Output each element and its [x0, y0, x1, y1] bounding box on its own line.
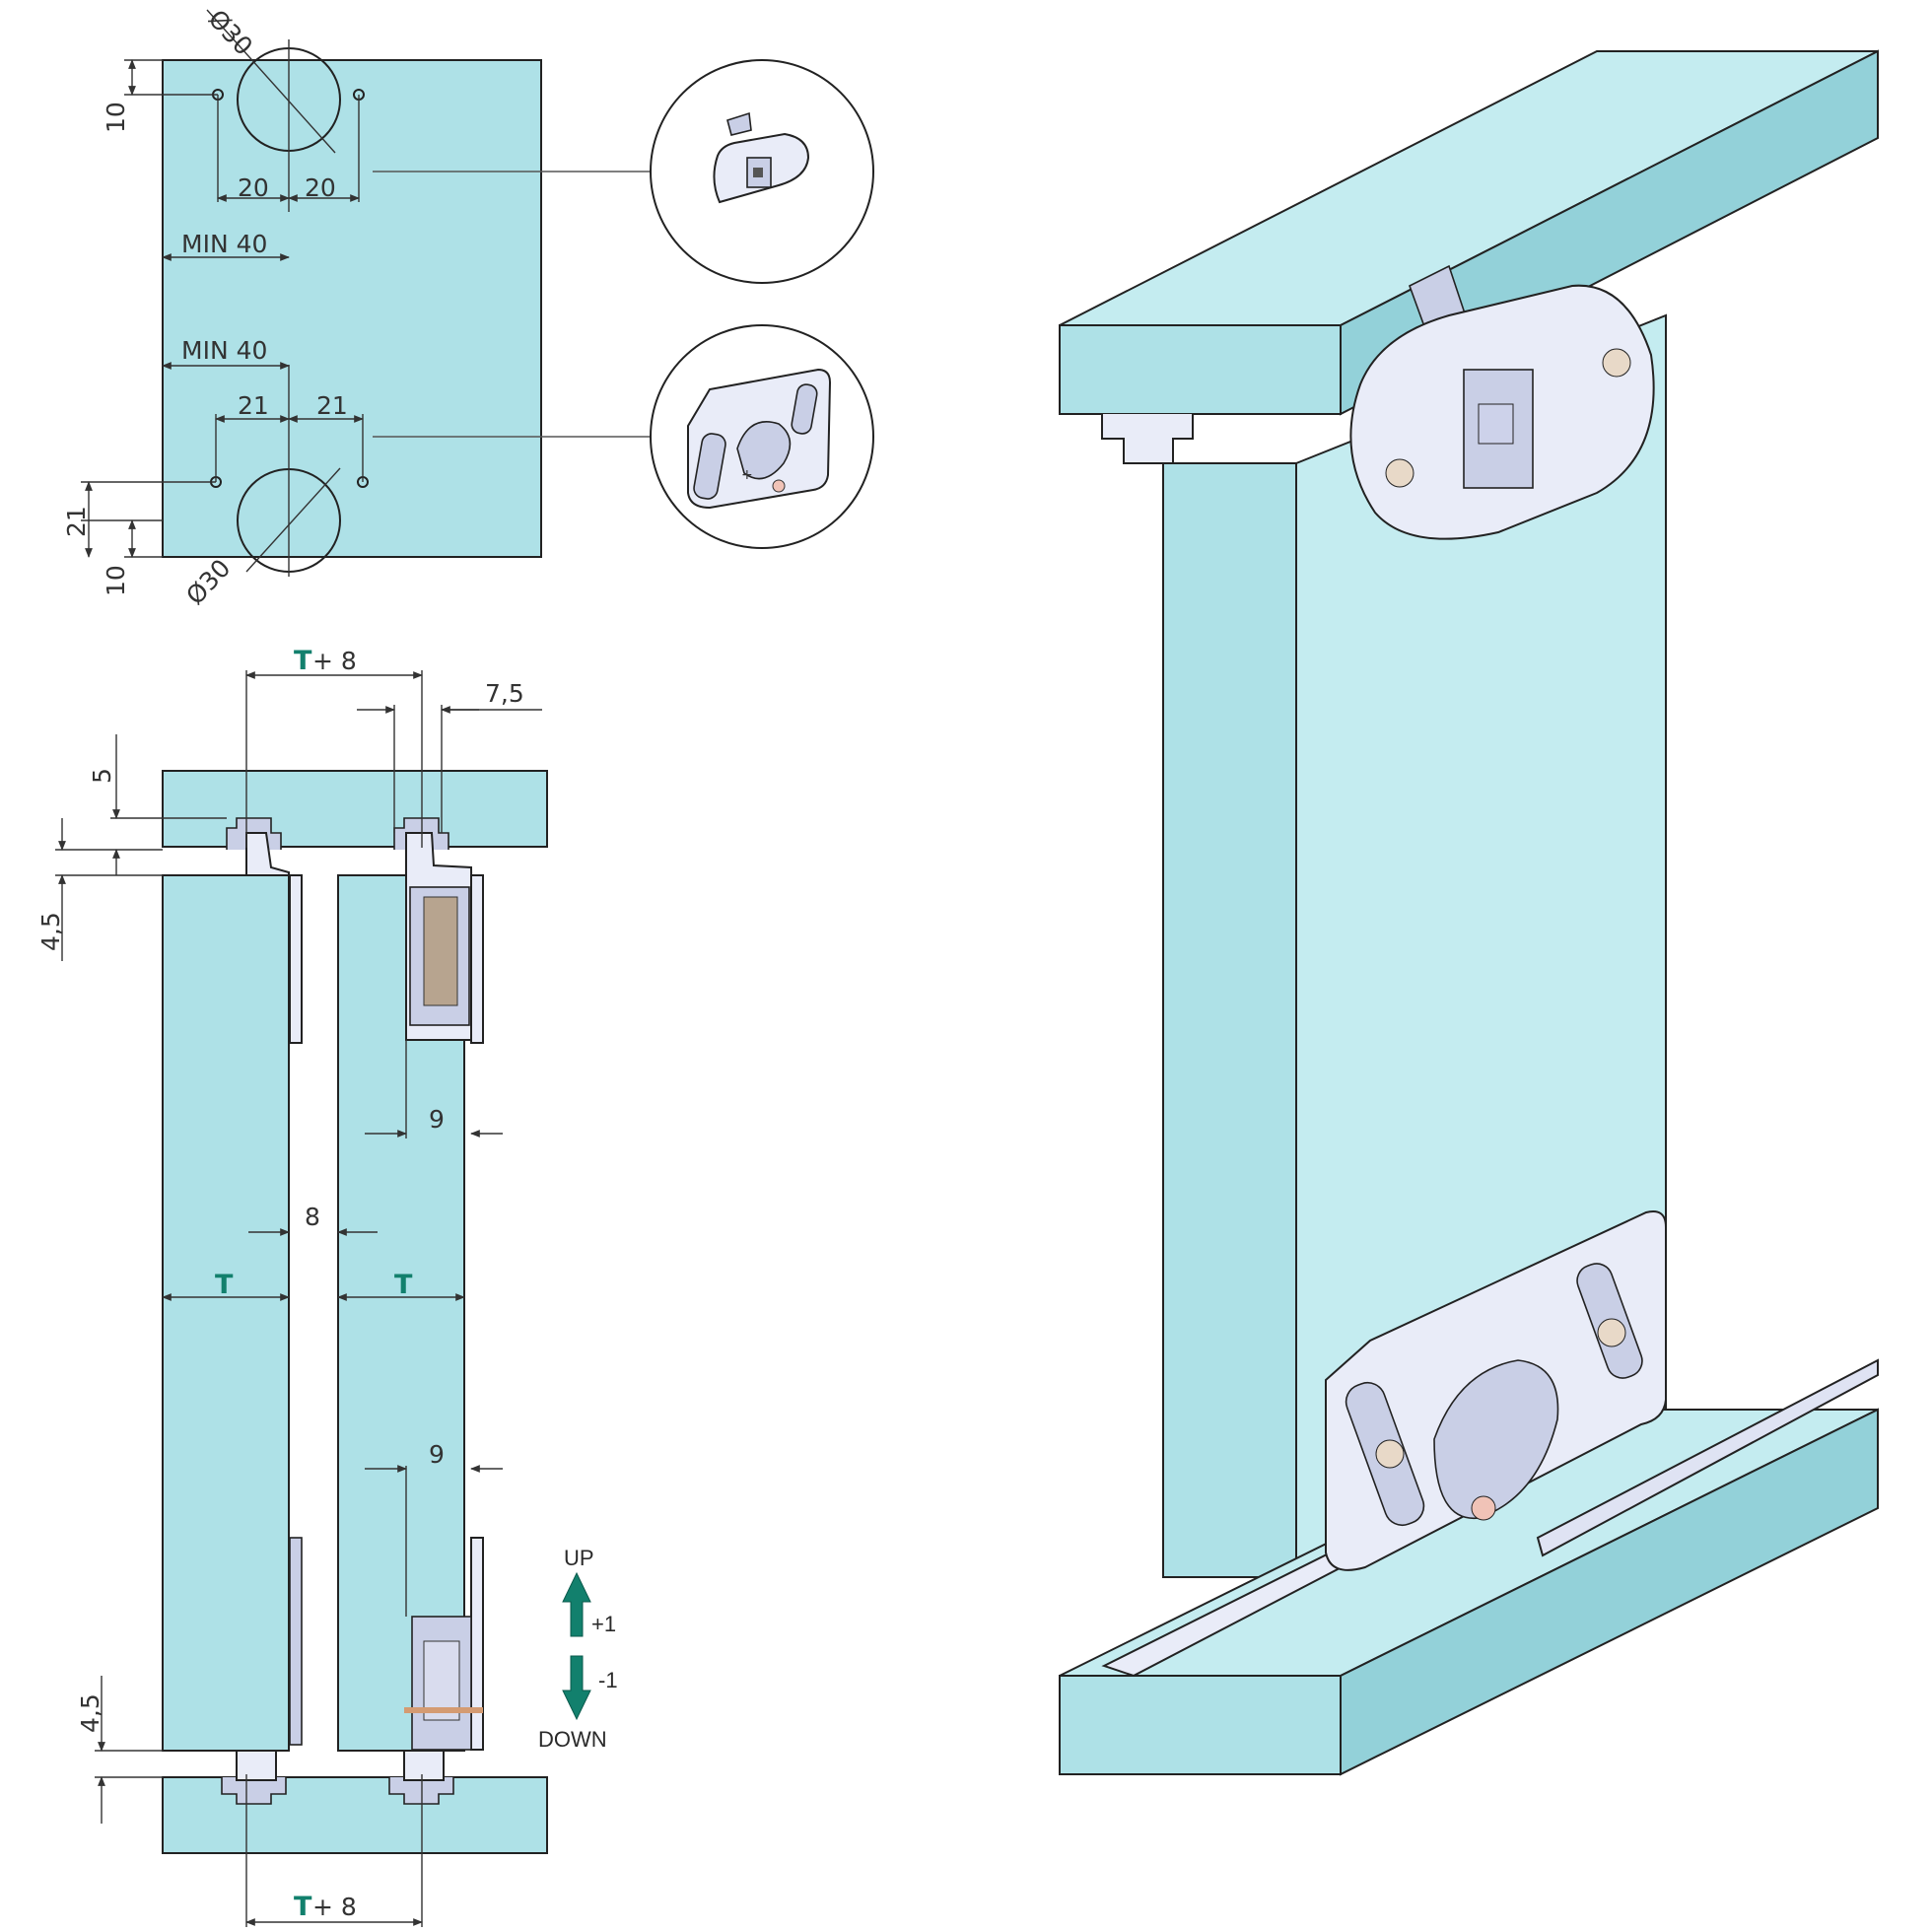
section-view: T + 8 7,5 5 4,5 9 8 T T: [36, 646, 548, 1927]
iso-side-track: [1536, 1358, 1879, 1557]
dim-21-vertical: 21: [62, 506, 91, 537]
dim-7-5: 7,5: [485, 679, 524, 708]
bottom-fitting-icon: +: [687, 368, 832, 510]
hole-position-view: Ø30 10 20 20 MIN 40 MIN 40 21 21 21 10 Ø…: [62, 4, 651, 610]
right-top-fitting: [405, 832, 484, 1044]
plus-one-label: +1: [591, 1612, 616, 1636]
bottom-t-suffix: + 8: [312, 1893, 357, 1921]
dim-4-5-bottom: 4,5: [76, 1693, 104, 1733]
min-40-bottom: MIN 40: [181, 336, 267, 365]
door-panel-front: [162, 59, 542, 558]
dim-20-right: 20: [305, 173, 336, 202]
iso-top-fitting: [1349, 264, 1655, 540]
minus-one-label: -1: [598, 1668, 618, 1692]
dim-4-5-top: 4,5: [36, 912, 65, 951]
top-fitting-detail: [650, 59, 874, 284]
dim-10-bottom: 10: [102, 565, 130, 596]
top-hole-diameter: Ø30: [203, 4, 258, 60]
height-adjustment-legend: UP +1 -1 DOWN: [538, 1546, 618, 1752]
bottom-rail: [162, 1776, 548, 1854]
top-fitting-icon: [713, 111, 810, 204]
isometric-view: [1059, 49, 1879, 1776]
bottom-t-symbol: T: [294, 1892, 312, 1922]
dim-9-upper: 9: [429, 1105, 445, 1134]
door-panel-left: [162, 874, 290, 1752]
dim-21-left: 21: [238, 391, 269, 420]
svg-text:+: +: [741, 467, 753, 483]
min-40-top: MIN 40: [181, 230, 267, 258]
top-t-symbol: T: [294, 646, 312, 676]
dim-10-top: 10: [102, 102, 130, 133]
right-bottom-fitting: [404, 1537, 484, 1751]
dim-20-left: 20: [238, 173, 269, 202]
top-t-suffix: + 8: [312, 647, 357, 675]
t-right: T: [394, 1270, 413, 1300]
bottom-hole-diameter: Ø30: [180, 554, 236, 610]
dim-5: 5: [88, 768, 116, 784]
t-left: T: [215, 1270, 234, 1300]
down-arrow-icon: [562, 1655, 591, 1721]
dim-9-lower: 9: [429, 1440, 445, 1469]
dim-21-right: 21: [316, 391, 348, 420]
dim-8-gap: 8: [305, 1203, 320, 1231]
up-label: UP: [564, 1546, 594, 1570]
bottom-fitting-detail: +: [650, 324, 874, 549]
up-arrow-icon: [562, 1571, 591, 1637]
down-label: DOWN: [538, 1727, 607, 1752]
top-rail: [162, 770, 548, 848]
iso-bottom-fitting: [1325, 1210, 1667, 1571]
